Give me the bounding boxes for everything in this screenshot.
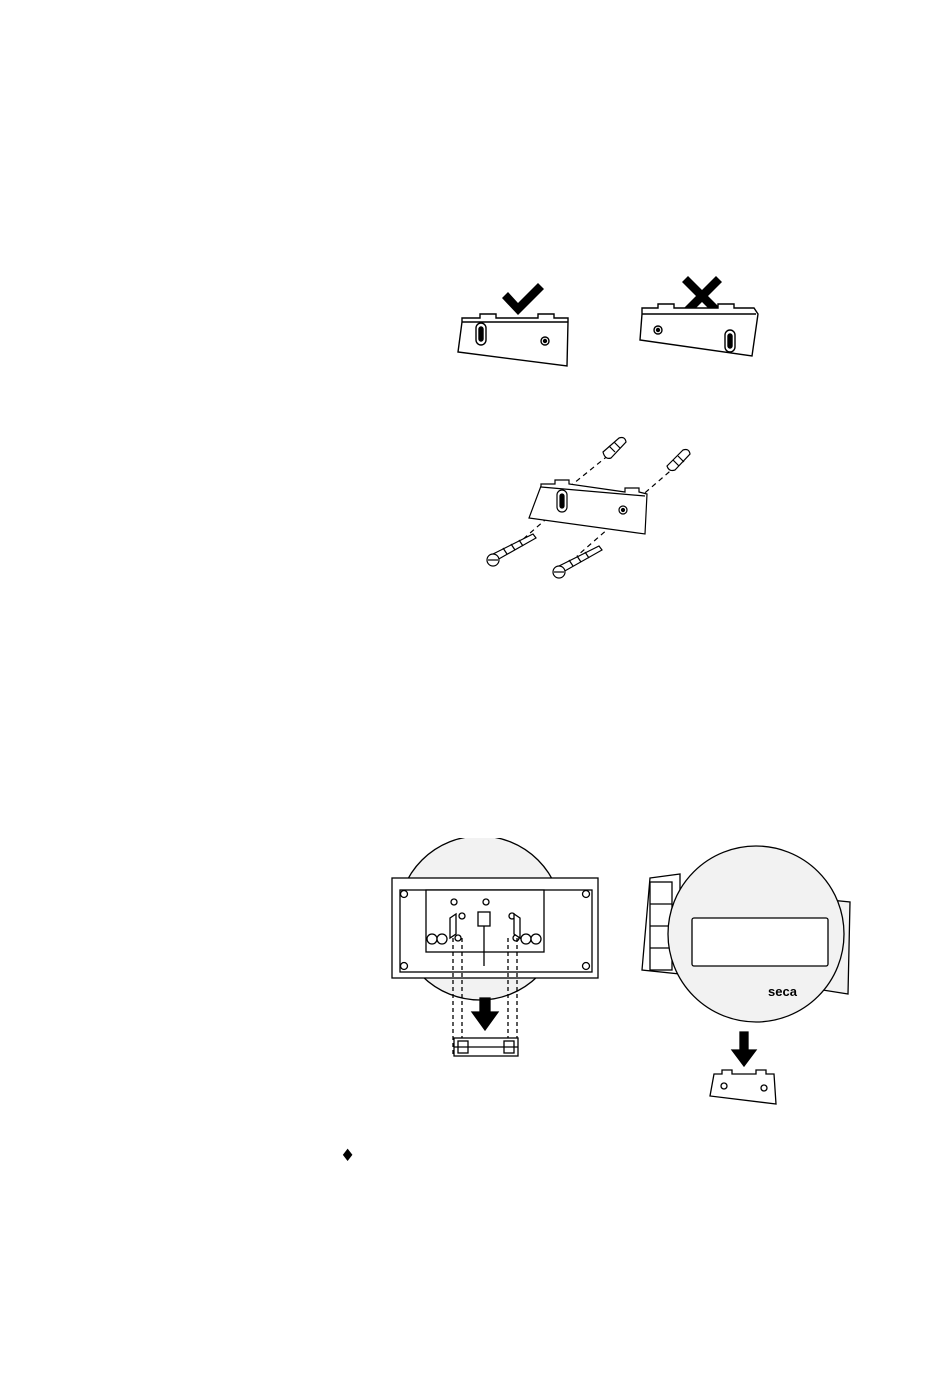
screw-right [553, 546, 602, 578]
wall-plug-left [603, 438, 626, 459]
brand-logo: seca [768, 984, 798, 999]
arrow-down-icon [732, 1032, 756, 1066]
bracket-mounting-figure [475, 430, 705, 580]
wall-plug-right [667, 450, 690, 471]
arrow-down-icon [472, 998, 498, 1030]
wall-bracket [529, 480, 647, 534]
bracket-rear [454, 1038, 518, 1056]
display-mounting-figure: seca [380, 838, 870, 1108]
display-rear-view [392, 838, 598, 1056]
list-bullet: ♦ [340, 1148, 355, 1165]
display-front-view: seca [642, 846, 850, 1104]
bracket-front [710, 1070, 776, 1104]
check-icon [502, 283, 544, 315]
bracket-orientation-figure [440, 270, 800, 380]
bracket-correct [458, 314, 568, 366]
screw-left [487, 534, 536, 566]
bracket-incorrect [640, 304, 758, 356]
